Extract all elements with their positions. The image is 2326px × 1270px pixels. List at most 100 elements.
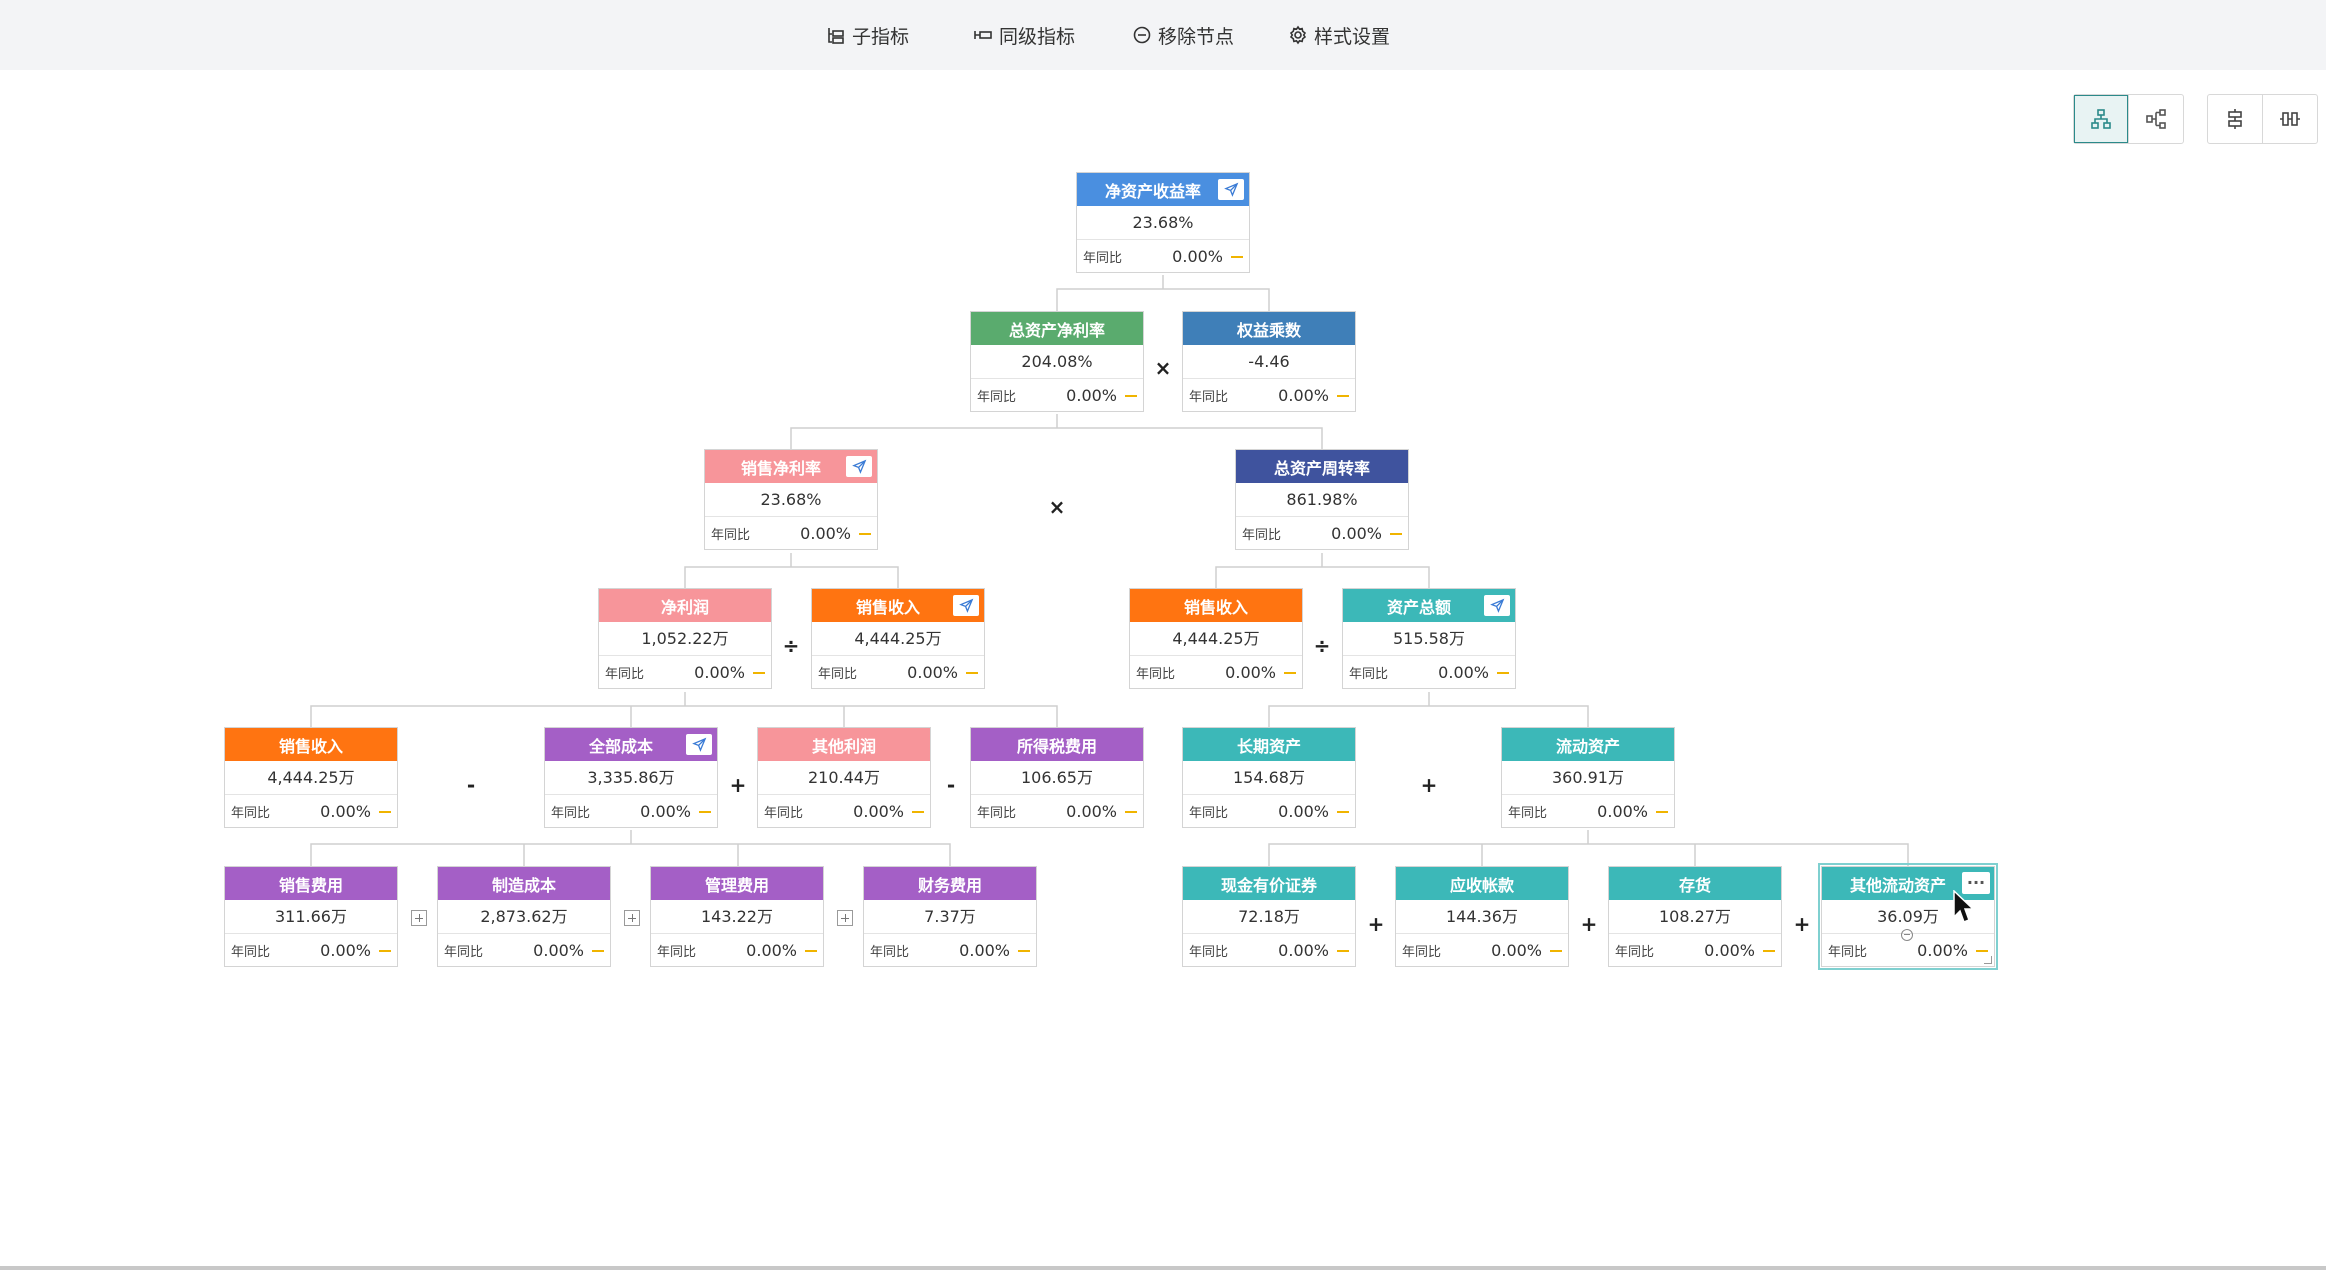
yoy-label: 年同比 <box>1189 806 1229 821</box>
yoy-value: 0.00% <box>853 802 904 821</box>
yoy-label: 年同比 <box>1189 945 1229 960</box>
node-header[interactable]: 总资产周转率 <box>1236 450 1408 483</box>
navigate-button[interactable] <box>953 595 979 616</box>
remove-node-label: 移除节点 <box>1158 25 1235 48</box>
node-value: 4,444.25万 <box>812 622 984 656</box>
navigate-button[interactable] <box>1218 179 1244 200</box>
yoy-value: 0.00% <box>1278 802 1329 821</box>
align-horizontal-button[interactable] <box>2262 95 2317 143</box>
node-title: 销售收入 <box>855 597 920 617</box>
navigate-button[interactable] <box>1484 595 1510 616</box>
yoy-label: 年同比 <box>1349 667 1389 682</box>
add-child-metric-button[interactable]: 子指标 <box>826 18 909 52</box>
send-icon <box>958 598 973 613</box>
horizontal-tree-view-button[interactable] <box>2128 95 2183 143</box>
yoy-label: 年同比 <box>1508 806 1548 821</box>
node-header[interactable]: 存货 <box>1609 867 1781 900</box>
style-settings-label: 样式设置 <box>1314 25 1391 48</box>
yoy-label: 年同比 <box>1402 945 1442 960</box>
node-header[interactable]: 销售收入 <box>1130 589 1302 622</box>
yoy-value: 0.00% <box>533 941 584 960</box>
node-header[interactable]: 流动资产 <box>1502 728 1674 761</box>
node-header[interactable]: 所得税费用 <box>971 728 1143 761</box>
add-operator-icon[interactable] <box>624 910 640 926</box>
yoy-value: 0.00% <box>640 802 691 821</box>
yoy-value: 0.00% <box>1278 941 1329 960</box>
yoy-value: 0.00% <box>1331 524 1382 543</box>
navigate-button[interactable] <box>686 734 712 755</box>
node-title: 全部成本 <box>588 736 653 756</box>
node-header[interactable]: 销售费用 <box>225 867 397 900</box>
node-header[interactable]: 管理费用 <box>651 867 823 900</box>
node-header[interactable]: 长期资产 <box>1183 728 1355 761</box>
add-operator-icon[interactable] <box>411 910 427 926</box>
align-vertical-icon <box>2228 109 2242 129</box>
node-header[interactable]: 总资产净利率 <box>971 312 1143 345</box>
node-title: 销售收入 <box>278 736 343 756</box>
gear-icon <box>1289 25 1307 45</box>
node-header[interactable]: 销售净利率 <box>705 450 877 483</box>
node-header[interactable]: 应收帐款 <box>1396 867 1568 900</box>
align-vertical-button[interactable] <box>2208 95 2262 143</box>
node-header[interactable]: 其他流动资产··· <box>1822 867 1994 900</box>
node-value: 210.44万 <box>758 761 930 795</box>
node-header[interactable]: 制造成本 <box>438 867 610 900</box>
node-value: 861.98% <box>1236 483 1408 517</box>
yoy-label: 年同比 <box>1615 945 1655 960</box>
yoy-value: 0.00% <box>800 524 851 543</box>
yoy-label: 年同比 <box>657 945 697 960</box>
remove-node-button[interactable]: 移除节点 <box>1132 18 1234 52</box>
node-header[interactable]: 销售收入 <box>225 728 397 761</box>
mouse-cursor-icon <box>1953 890 1975 923</box>
more-options-button[interactable]: ··· <box>1962 872 1990 894</box>
yoy-value: 0.00% <box>1491 941 1542 960</box>
node-header[interactable]: 现金有价证券 <box>1183 867 1355 900</box>
operator-minus: - <box>466 773 476 797</box>
node-header[interactable]: 其他利润 <box>758 728 930 761</box>
trend-flat-icon <box>859 532 871 535</box>
node-header[interactable]: 净资产收益率 <box>1077 173 1249 206</box>
collapse-icon[interactable] <box>1901 929 1913 941</box>
node-header[interactable]: 资产总额 <box>1343 589 1515 622</box>
operator-plus: + <box>729 773 747 797</box>
navigate-button[interactable] <box>846 456 872 477</box>
node-header[interactable]: 权益乘数 <box>1183 312 1355 345</box>
add-operator-icon[interactable] <box>837 910 853 926</box>
vertical-tree-view-button[interactable] <box>2074 95 2128 143</box>
add-sibling-metric-button[interactable]: 同级指标 <box>973 18 1075 52</box>
trend-flat-icon <box>699 810 711 813</box>
node-header[interactable]: 净利润 <box>599 589 771 622</box>
align-switch <box>2207 94 2318 144</box>
node-header[interactable]: 全部成本 <box>545 728 717 761</box>
resize-handle-icon[interactable] <box>1984 956 1992 964</box>
node-header[interactable]: 财务费用 <box>864 867 1036 900</box>
style-settings-button[interactable]: 样式设置 <box>1288 18 1390 52</box>
node-header[interactable]: 销售收入 <box>812 589 984 622</box>
